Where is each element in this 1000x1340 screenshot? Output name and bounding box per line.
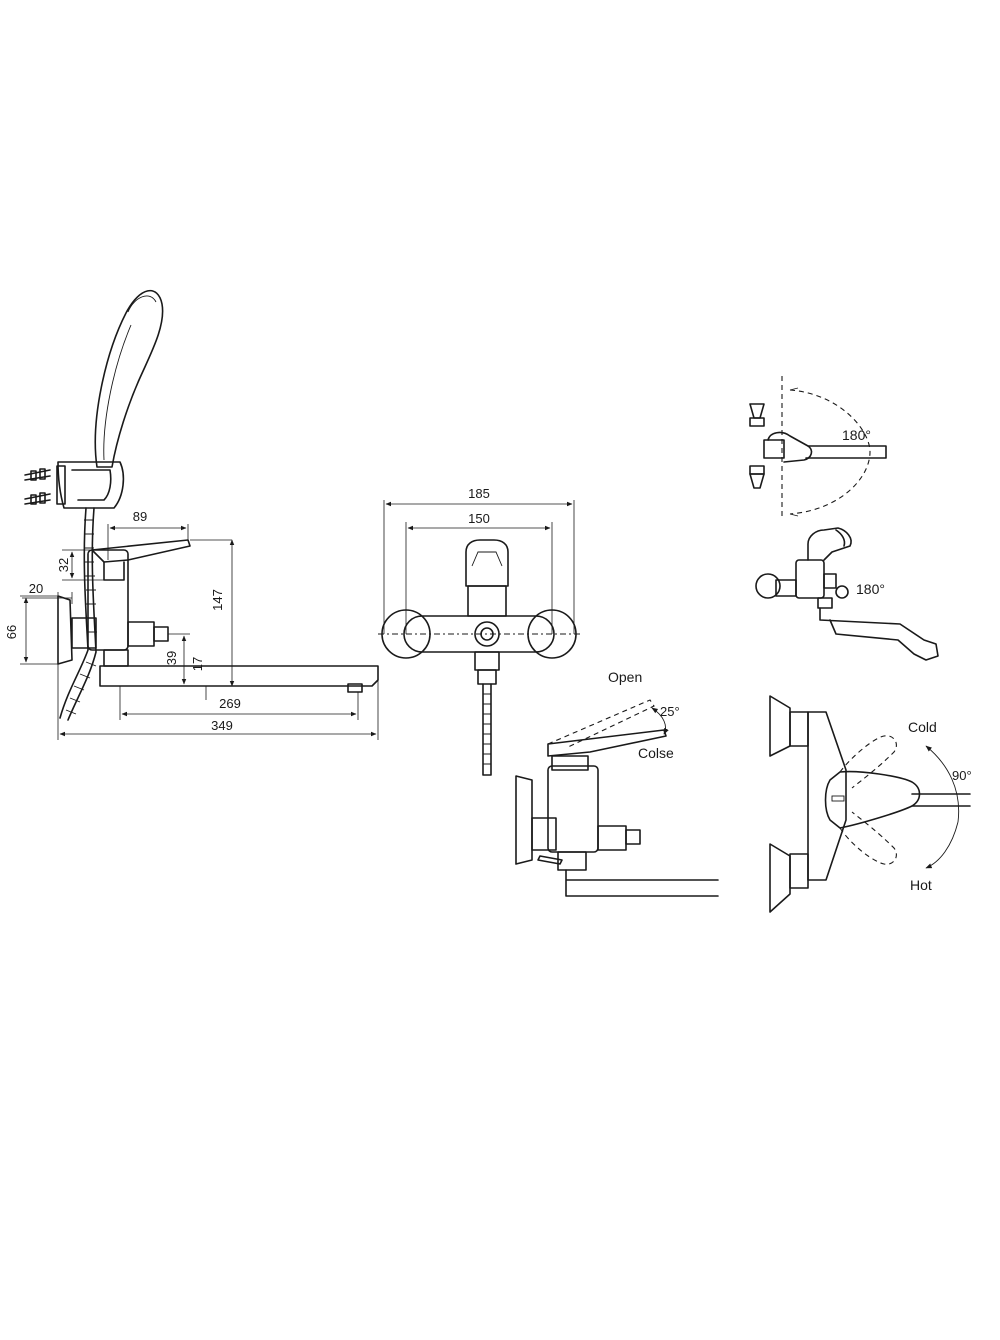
temperature-view: Cold 90° Hot [769, 695, 972, 913]
dim-150-label: 150 [468, 511, 490, 526]
hot-label: Hot [910, 877, 932, 893]
dim-185-label: 185 [468, 486, 490, 501]
spout-swivel-view: 180° [755, 527, 939, 661]
open-label: Open [608, 669, 642, 685]
dim-269-label: 269 [219, 696, 241, 711]
dim-349-label: 349 [211, 718, 233, 733]
dim-147-label: 147 [210, 589, 225, 611]
close-label: Colse [638, 745, 674, 761]
hand-shower-icon [94, 289, 164, 468]
dim-39-label: 39 [164, 651, 179, 665]
wall-escutcheon [57, 595, 73, 665]
temp-angle-label: 90° [952, 768, 972, 783]
swivel-top-view: 180° [749, 376, 887, 520]
side-dimensions [20, 524, 379, 740]
dim-66-label: 66 [4, 625, 19, 639]
shower-hose-icon [59, 507, 97, 721]
front-view: 185 150 [378, 486, 580, 776]
side-view: 89 32 20 66 147 39 17 269 349 [4, 289, 379, 740]
wall-screws-icon [24, 468, 51, 505]
mixer-body [71, 539, 379, 693]
shower-holder-icon [56, 461, 125, 509]
dim-32-label: 32 [56, 558, 71, 572]
dim-20-label: 20 [29, 581, 43, 596]
spout-angle-label: 180° [856, 581, 885, 597]
lever-angle-label: 25° [660, 704, 680, 719]
lever-front [465, 539, 509, 587]
swivel-angle-label: 180° [842, 427, 871, 443]
drawing-panel [12, 205, 988, 1125]
dim-17-label: 17 [190, 657, 205, 671]
cold-label: Cold [908, 719, 937, 735]
lever-angle-view: Open 25° Colse [515, 669, 719, 897]
hose-front [482, 683, 492, 776]
dim-89-label: 89 [133, 509, 147, 524]
